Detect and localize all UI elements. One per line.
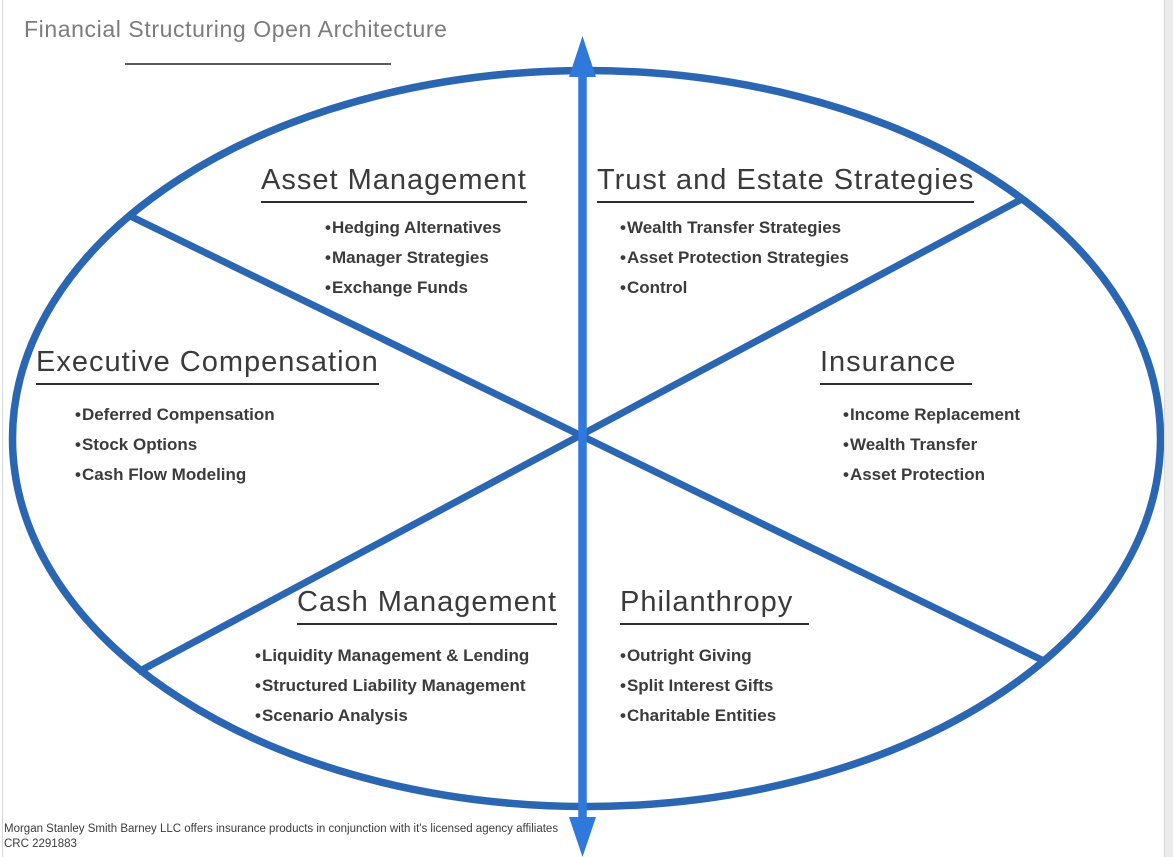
section-philanthropy-items: Outright Giving Split Interest Gifts Cha… <box>620 641 776 731</box>
list-item: Cash Flow Modeling <box>75 460 275 490</box>
list-item: Exchange Funds <box>325 273 501 303</box>
arrowhead-down-icon <box>569 817 596 857</box>
title-underline-rule <box>125 63 391 65</box>
page-title: Financial Structuring Open Architecture <box>24 16 448 42</box>
section-heading: Executive Compensation <box>36 346 379 385</box>
page-left-border <box>2 0 3 857</box>
section-cash-management-items: Liquidity Management & Lending Structure… <box>255 641 529 731</box>
list-item: Control <box>620 273 849 303</box>
list-item: Wealth Transfer Strategies <box>620 213 849 243</box>
section-trust-and-estate-strategies-items: Wealth Transfer Strategies Asset Protect… <box>620 213 849 303</box>
section-heading: Insurance <box>820 346 973 385</box>
section-heading: Asset Management <box>261 164 527 203</box>
list-item: Outright Giving <box>620 641 776 671</box>
section-asset-management: Asset Management <box>261 164 527 203</box>
list-item: Charitable Entities <box>620 701 776 731</box>
list-item: Asset Protection <box>843 460 1020 490</box>
list-item: Stock Options <box>75 430 275 460</box>
section-executive-compensation: Executive Compensation <box>36 346 379 385</box>
section-asset-management-items: Hedging Alternatives Manager Strategies … <box>325 213 501 303</box>
section-heading: Philanthropy <box>620 586 810 625</box>
vertical-scrollbar[interactable] <box>1164 0 1173 857</box>
footnote: Morgan Stanley Smith Barney LLC offers i… <box>4 822 558 852</box>
footnote-line-2: CRC 2291883 <box>4 838 77 850</box>
list-item: Liquidity Management & Lending <box>255 641 529 671</box>
list-item: Scenario Analysis <box>255 701 529 731</box>
section-trust-and-estate-strategies: Trust and Estate Strategies <box>597 164 975 203</box>
list-item: Manager Strategies <box>325 243 501 273</box>
section-cash-management: Cash Management <box>297 586 558 625</box>
section-heading: Cash Management <box>297 586 558 625</box>
section-executive-compensation-items: Deferred Compensation Stock Options Cash… <box>75 400 275 490</box>
section-philanthropy: Philanthropy <box>620 586 810 625</box>
section-insurance-items: Income Replacement Wealth Transfer Asset… <box>843 400 1020 490</box>
footnote-line-1: Morgan Stanley Smith Barney LLC offers i… <box>4 823 559 835</box>
list-item: Income Replacement <box>843 400 1020 430</box>
list-item: Deferred Compensation <box>75 400 275 430</box>
list-item: Hedging Alternatives <box>325 213 501 243</box>
list-item: Asset Protection Strategies <box>620 243 849 273</box>
section-insurance: Insurance <box>820 346 973 385</box>
section-heading: Trust and Estate Strategies <box>597 164 975 203</box>
list-item: Split Interest Gifts <box>620 671 776 701</box>
list-item: Structured Liability Management <box>255 671 529 701</box>
arrowhead-up-icon <box>569 36 596 77</box>
list-item: Wealth Transfer <box>843 430 1020 460</box>
